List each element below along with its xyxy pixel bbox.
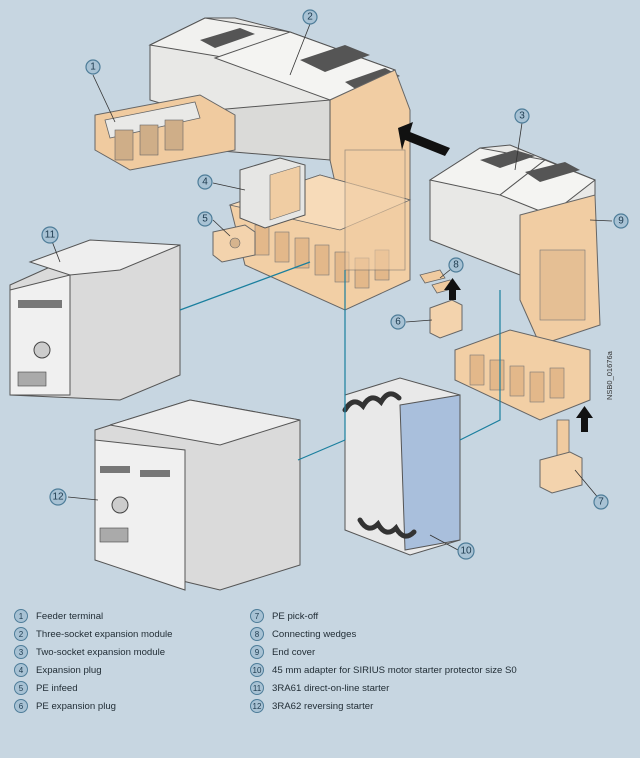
callout-4: 4 xyxy=(197,174,213,190)
sirius-adapter-45mm xyxy=(342,377,461,556)
drawing-number: NSB0_01676a xyxy=(605,350,614,400)
legend-item: 11 3RA61 direct-on-line starter xyxy=(250,679,517,697)
callout-12: 12 xyxy=(49,488,67,506)
legend-label: Connecting wedges xyxy=(272,628,357,640)
callout-5: 5 xyxy=(197,211,213,227)
legend-number: 3 xyxy=(14,645,28,659)
legend-label: PE expansion plug xyxy=(36,700,117,712)
legend-item: 4 Expansion plug xyxy=(14,661,173,679)
svg-text:6: 6 xyxy=(395,317,401,328)
legend-number: 5 xyxy=(14,681,28,695)
legend-item: 9 End cover xyxy=(250,643,517,661)
legend-number: 9 xyxy=(250,645,264,659)
legend-item: 10 45 mm adapter for SIRIUS motor starter… xyxy=(250,661,517,679)
svg-text:2: 2 xyxy=(307,12,313,23)
exploded-assembly-drawing: 1 2 3 4 5 6 7 8 9 10 11 12 NSB0_01676a xyxy=(9,9,629,591)
legend-item: 12 3RA62 reversing starter xyxy=(250,697,517,715)
legend-column-right: 7 PE pick-off 8 Connecting wedges 9 End cov… xyxy=(250,607,517,715)
legend-label: 3RA62 reversing starter xyxy=(272,700,374,712)
two-socket-terminal-base xyxy=(454,329,591,421)
legend-item: 1 Feeder terminal xyxy=(14,607,173,625)
legend-number: 10 xyxy=(250,663,264,677)
connection-lines xyxy=(179,261,501,461)
legend-number: 12 xyxy=(250,699,264,713)
callout-leaders xyxy=(49,23,613,551)
svg-text:4: 4 xyxy=(202,177,208,188)
legend-number: 1 xyxy=(14,609,28,623)
legend-column-left: 1 Feeder terminal 2 Three-socket expansion… xyxy=(14,607,173,715)
svg-text:11: 11 xyxy=(45,230,56,241)
legend-label: 3RA61 direct-on-line starter xyxy=(272,682,390,694)
legend-number: 11 xyxy=(250,681,264,695)
legend-number: 7 xyxy=(250,609,264,623)
legend-label: 45 mm adapter for SIRIUS motor starter p… xyxy=(272,664,517,676)
legend-label: PE pick-off xyxy=(272,610,319,622)
legend-item: 2 Three-socket expansion module xyxy=(14,625,173,643)
legend-label: Feeder terminal xyxy=(36,610,104,622)
callout-2: 2 xyxy=(302,9,318,25)
callout-9: 9 xyxy=(613,213,629,229)
assembly-arrows xyxy=(398,122,593,432)
legend-number: 8 xyxy=(250,627,264,641)
insertion-arrow xyxy=(398,122,450,156)
legend-label: PE infeed xyxy=(36,682,78,694)
wedge-arrow xyxy=(444,278,461,300)
svg-text:3: 3 xyxy=(519,111,525,122)
pe-infeed xyxy=(212,224,256,263)
expansion-plug xyxy=(239,157,306,229)
legend-label: End cover xyxy=(272,646,316,658)
legend: 1 Feeder terminal 2 Three-socket expansion… xyxy=(14,607,634,752)
legend-number: 6 xyxy=(14,699,28,713)
svg-text:12: 12 xyxy=(52,492,64,503)
callout-7: 7 xyxy=(593,494,609,510)
callout-3: 3 xyxy=(514,108,530,124)
svg-text:5: 5 xyxy=(202,214,208,225)
legend-label: Expansion plug xyxy=(36,664,102,676)
svg-text:10: 10 xyxy=(460,546,472,557)
legend-item: 7 PE pick-off xyxy=(250,607,517,625)
feeder-terminal xyxy=(94,94,236,171)
callout-10: 10 xyxy=(457,542,475,560)
svg-text:1: 1 xyxy=(90,62,96,73)
legend-item: 6 PE expansion plug xyxy=(14,697,173,715)
callout-6: 6 xyxy=(390,314,406,330)
pick-off-arrow xyxy=(576,406,593,432)
svg-text:7: 7 xyxy=(598,497,604,508)
pe-expansion-plug xyxy=(429,299,463,339)
legend-number: 2 xyxy=(14,627,28,641)
legend-label: Three-socket expansion module xyxy=(36,628,173,640)
callout-1: 1 xyxy=(85,59,101,75)
callout-11: 11 xyxy=(41,226,59,244)
callout-8: 8 xyxy=(448,257,464,273)
svg-text:9: 9 xyxy=(618,216,624,227)
legend-item: 5 PE infeed xyxy=(14,679,173,697)
3ra61-direct-on-line-starter xyxy=(9,239,181,401)
svg-text:8: 8 xyxy=(453,260,459,271)
legend-label: Two-socket expansion module xyxy=(36,646,166,658)
pe-pick-off xyxy=(539,419,583,494)
legend-item: 8 Connecting wedges xyxy=(250,625,517,643)
legend-number: 4 xyxy=(14,663,28,677)
legend-item: 3 Two-socket expansion module xyxy=(14,643,173,661)
3ra62-reversing-starter xyxy=(94,399,301,591)
